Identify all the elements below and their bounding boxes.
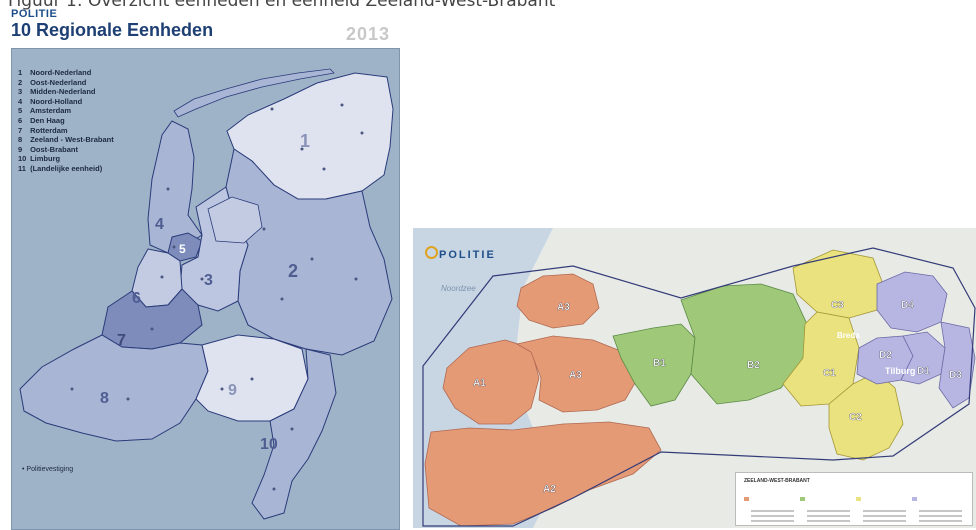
legend-label: (Landelijke eenheid) xyxy=(30,163,103,173)
legend-label: Den Haag xyxy=(30,115,65,125)
label-a3-south: A3 xyxy=(569,370,582,381)
legend-num: 6 xyxy=(18,115,23,125)
label-c1: C1 xyxy=(823,368,836,379)
national-map-svg: 1 2 3 4 5 6 7 8 9 10 xyxy=(19,68,394,520)
map-year: 2013 xyxy=(345,24,390,44)
region-number-3: 3 xyxy=(204,272,213,289)
legend-col-d xyxy=(912,488,962,522)
national-map-panel: POLITIE 10 Regionale Eenheden 2013 xyxy=(8,6,400,530)
region-number-1: 1 xyxy=(300,131,310,151)
legend-item: 11 (Landelijke eenheid) xyxy=(18,164,158,174)
legend-swatch-a xyxy=(744,496,749,501)
region-number-9: 9 xyxy=(228,382,237,399)
region-8-zeeland-west-brabant xyxy=(19,334,209,442)
legend-item: 1 Noord-Nederland xyxy=(18,68,158,78)
zwb-unit-boundary xyxy=(422,247,976,527)
region-number-2: 2 xyxy=(288,261,298,281)
zwb-politie-logo: POLITIE xyxy=(425,246,496,261)
region-number-4: 4 xyxy=(155,216,164,233)
zwb-legend: ZEELAND-WEST-BRABANT xyxy=(735,472,973,526)
legend-item: 8 Zeeland - West-Brabant xyxy=(18,135,158,145)
legend-label: Limburg xyxy=(30,154,61,164)
region-number-10: 10 xyxy=(260,436,278,453)
wadden-islands xyxy=(173,68,335,118)
zwb-map-svg: A1 A2 A3 A3 B1 B2 C1 C2 C3 D1 D2 D3 D4 B… xyxy=(413,228,976,528)
legend-swatch-d xyxy=(912,496,917,501)
figure-caption: Figuur 1: Overzicht eenheden en eenheid … xyxy=(8,0,556,11)
legend-num: 1 xyxy=(18,68,23,77)
label-b1: B1 xyxy=(653,358,666,369)
national-map: 1 2 3 4 5 6 7 8 9 10 1 Noord-Nederland 2… xyxy=(11,48,400,530)
police-stations xyxy=(70,103,364,491)
region-10-limburg xyxy=(251,348,337,520)
zwb-district-labels: A1 A2 A3 A3 B1 B2 C1 C2 C3 D1 D2 D3 D4 xyxy=(473,300,963,495)
legend-num: 11 xyxy=(18,163,26,173)
politie-logo-icon xyxy=(425,246,438,259)
legend-label: Noord-Nederland xyxy=(30,68,92,77)
legend-num: 10 xyxy=(18,154,27,164)
legend-num: 7 xyxy=(18,125,23,135)
legend-num: 5 xyxy=(18,106,23,116)
legend-item: 2 Oost-Nederland xyxy=(18,78,158,88)
sea-label: Noordzee xyxy=(441,284,476,293)
district-b1 xyxy=(612,323,696,407)
zwb-politie-brand: POLITIE xyxy=(439,249,496,261)
legend-item: 4 Noord-Holland xyxy=(18,97,158,107)
legend-label: Midden-Nederland xyxy=(30,87,96,97)
legend-label: Zeeland - West-Brabant xyxy=(30,135,114,145)
label-d2: D2 xyxy=(879,350,892,361)
legend-num: 2 xyxy=(18,77,23,87)
police-station-legend: • Politievestiging xyxy=(22,466,73,473)
district-a1 xyxy=(442,339,540,425)
place-tilburg: Tilburg xyxy=(885,366,915,376)
flevoland xyxy=(207,196,263,244)
legend-item: 9 Oost-Brabant xyxy=(18,145,158,155)
label-a1: A1 xyxy=(473,378,486,389)
legend-item: 5 Amsterdam xyxy=(18,106,158,116)
legend-item: 7 Rotterdam xyxy=(18,126,158,136)
label-c3: C3 xyxy=(831,300,844,311)
region-number-7: 7 xyxy=(117,332,126,349)
police-station-legend-label: Politievestiging xyxy=(26,466,74,473)
police-station-dot-icon: • xyxy=(22,466,27,473)
district-a3-south xyxy=(515,335,640,413)
legend-swatch-b xyxy=(800,496,805,501)
legend-col-a xyxy=(744,488,794,522)
legend-label: Amsterdam xyxy=(29,106,72,116)
legend-num: 8 xyxy=(18,135,23,145)
legend-swatch-c xyxy=(856,496,861,501)
label-d4: D4 xyxy=(901,300,914,311)
label-a3-north: A3 xyxy=(557,302,570,313)
label-b2: B2 xyxy=(747,360,760,371)
politie-brand: POLITIE xyxy=(11,8,58,20)
district-a2 xyxy=(424,421,662,527)
district-d1 xyxy=(900,331,946,385)
zwb-legend-title: ZEELAND-WEST-BRABANT xyxy=(744,478,810,484)
legend-num: 3 xyxy=(18,87,23,97)
label-d3: D3 xyxy=(949,370,962,381)
region-number-6: 6 xyxy=(132,290,141,307)
legend-label: Noord-Holland xyxy=(30,96,83,106)
map-title: 10 Regionale Eenheden xyxy=(11,20,214,40)
region-number-8: 8 xyxy=(100,390,109,407)
region-legend: 1 Noord-Nederland 2 Oost-Nederland 3 Mid… xyxy=(18,68,158,174)
legend-label: Oost-Brabant xyxy=(30,144,79,154)
legend-item: 6 Den Haag xyxy=(18,116,158,126)
region-number-5: 5 xyxy=(179,242,186,256)
legend-item: 3 Midden-Nederland xyxy=(18,87,158,97)
legend-label: Rotterdam xyxy=(30,125,68,135)
label-d1: D1 xyxy=(917,366,930,377)
zeeland-west-brabant-map: A1 A2 A3 A3 B1 B2 C1 C2 C3 D1 D2 D3 D4 B… xyxy=(413,228,976,528)
legend-label: Oost-Nederland xyxy=(30,77,87,87)
district-d3 xyxy=(938,321,976,409)
legend-num: 9 xyxy=(18,144,23,154)
legend-num: 4 xyxy=(18,96,23,106)
label-a2: A2 xyxy=(543,484,556,495)
legend-col-b xyxy=(800,488,850,522)
label-c2: C2 xyxy=(849,412,862,423)
legend-item: 10 Limburg xyxy=(18,154,158,164)
place-breda: Breda xyxy=(837,331,860,340)
legend-col-c xyxy=(856,488,906,522)
district-a3-north xyxy=(516,273,600,329)
